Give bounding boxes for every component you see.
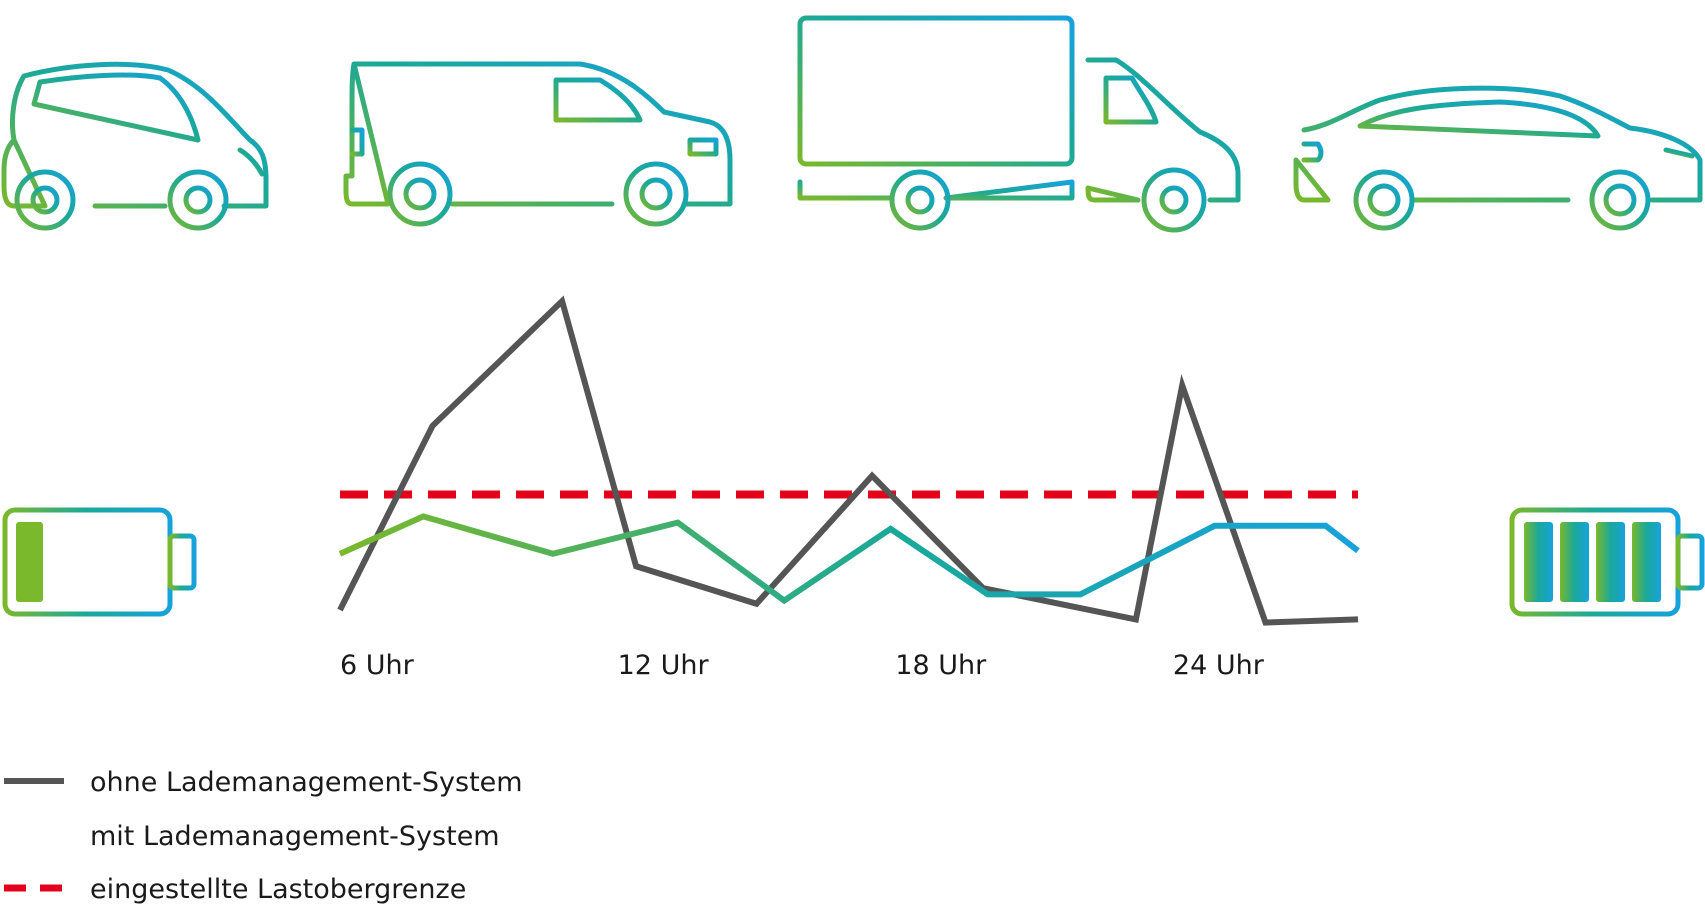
series-line-with-management — [338, 513, 1360, 605]
x-tick-label: 6 Uhr — [340, 650, 415, 681]
x-tick-label: 24 Uhr — [1173, 650, 1265, 681]
van-icon — [343, 61, 733, 227]
load-chart: 6 Uhr 12 Uhr 18 Uhr 24 Uhr — [337, 295, 1360, 681]
legend: ohne Lademanagement-System mit Lademanag… — [4, 767, 523, 904]
legend-label-with: mit Lademanagement-System — [90, 821, 500, 852]
battery-low-icon — [2, 507, 197, 617]
battery-full-icon — [1509, 507, 1705, 617]
small-car-icon — [1, 61, 269, 231]
legend-label-limit: eingestellte Lastobergrenze — [90, 874, 466, 904]
x-tick-label: 12 Uhr — [618, 650, 710, 681]
legend-label-without: ohne Lademanagement-System — [90, 767, 523, 798]
sedan-icon — [1293, 85, 1703, 231]
x-tick-label: 18 Uhr — [895, 650, 987, 681]
series-line-without-management — [337, 295, 1359, 626]
truck-icon — [797, 15, 1241, 233]
